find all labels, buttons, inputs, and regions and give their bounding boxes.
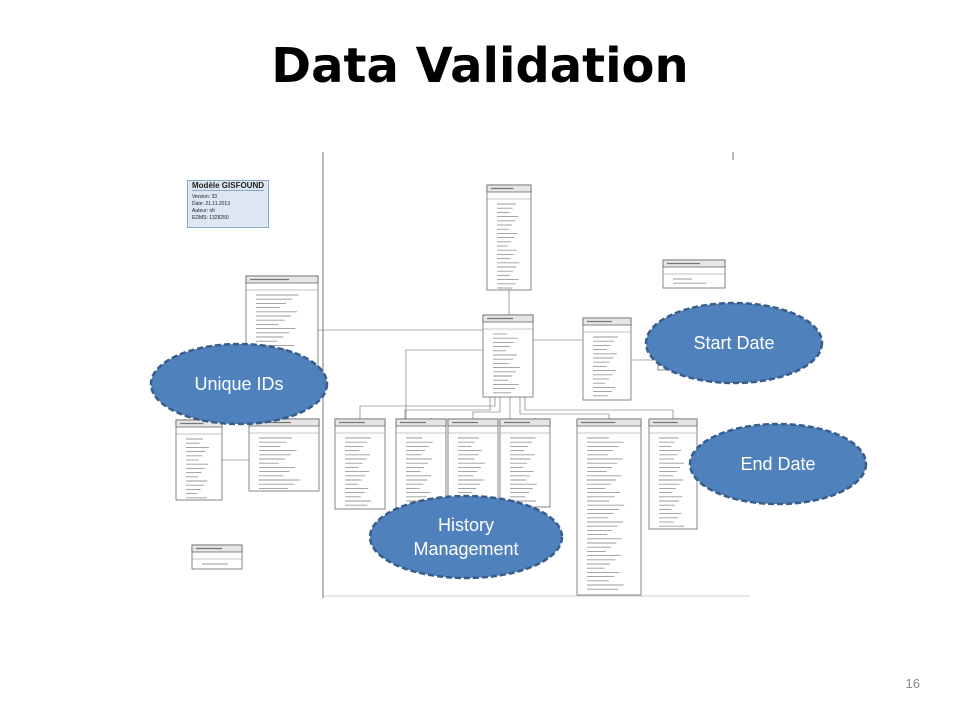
callout-history-label-line2: Management bbox=[413, 539, 519, 559]
schema-table bbox=[648, 418, 698, 530]
schema-table bbox=[582, 317, 632, 401]
relation-line bbox=[472, 397, 501, 419]
model-version: Version: 33 bbox=[192, 194, 218, 200]
callout-unique-ids-shape bbox=[149, 342, 329, 426]
slide-title: Data Validation bbox=[271, 38, 689, 94]
callout-start-date-label: Start Date bbox=[693, 332, 775, 353]
callout-unique-ids: Unique IDs bbox=[151, 344, 327, 424]
schema-table bbox=[191, 544, 243, 570]
model-info-box: Modèle GISFOUND Version: 33 Date: 21.11.… bbox=[187, 180, 269, 228]
model-title: Modèle GISFOUND bbox=[192, 181, 265, 191]
callout-start-date-shape bbox=[644, 301, 824, 385]
schema-table bbox=[662, 259, 726, 289]
callout-history-label-line1: History bbox=[437, 514, 494, 535]
schema-table bbox=[482, 314, 534, 398]
schema-table bbox=[499, 418, 551, 508]
model-date: Date: 21.11.2013 bbox=[192, 201, 230, 207]
model-edms: EDMS: 1328250 bbox=[192, 215, 229, 221]
model-author: Auteur: nlt bbox=[192, 208, 215, 214]
schema-table bbox=[447, 418, 499, 510]
relation-line bbox=[524, 397, 674, 419]
callout-end-date-shape bbox=[688, 422, 868, 506]
callout-history-management: History Management bbox=[370, 496, 562, 578]
callout-end-date-label: End Date bbox=[740, 453, 816, 474]
relation-line bbox=[404, 397, 491, 419]
schema-table bbox=[334, 418, 386, 510]
callout-start-date: Start Date bbox=[646, 303, 822, 383]
relation-line bbox=[519, 397, 610, 419]
page-number: 16 bbox=[905, 676, 920, 691]
schema-tables bbox=[175, 184, 726, 596]
callout-end-date: End Date bbox=[690, 424, 866, 504]
relation-line bbox=[359, 397, 496, 419]
schema-table bbox=[248, 418, 320, 492]
callout-history-shape bbox=[368, 494, 564, 580]
schema-table bbox=[576, 418, 642, 596]
schema-table bbox=[395, 418, 447, 510]
callout-unique-ids-label: Unique IDs bbox=[194, 373, 284, 394]
schema-relations bbox=[222, 290, 674, 461]
